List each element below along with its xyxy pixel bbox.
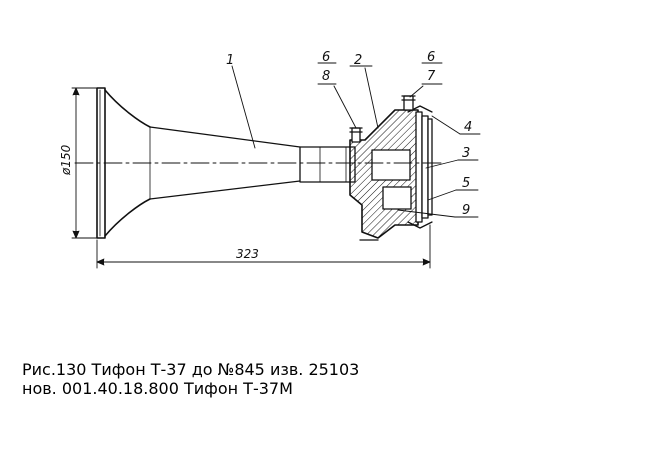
caption-line-2: нов. 001.40.18.800 Тифон Т-37М	[22, 379, 293, 398]
diameter-dimension	[71, 87, 98, 239]
horn-technical-drawing: ø150 323 1 6 8 2 6 7 4 3 5 9	[59, 50, 481, 269]
callout-8: 8	[322, 69, 330, 84]
bolt-right	[401, 95, 416, 111]
callout-5: 5	[462, 176, 470, 191]
diameter-label: ø150	[59, 144, 73, 176]
callout-2: 2	[354, 53, 362, 68]
leader-lines	[231, 62, 481, 218]
caption-line-1: Рис.130 Тифон Т-37 до №845 изв. 25103	[22, 360, 360, 379]
figure-caption: Рис.130 Тифон Т-37 до №845 изв. 25103 но…	[22, 360, 359, 398]
callout-6-left: 6	[322, 50, 330, 65]
callout-4: 4	[464, 120, 472, 135]
horn-neck	[299, 146, 356, 183]
callout-1: 1	[226, 53, 234, 68]
callout-3: 3	[462, 146, 470, 161]
callout-6-right: 6	[427, 50, 435, 65]
length-dimension	[96, 224, 431, 269]
callout-9: 9	[462, 203, 470, 218]
length-label: 323	[236, 247, 259, 261]
diaphragm-housing	[349, 109, 419, 241]
callout-7: 7	[427, 69, 436, 84]
horn-cone	[104, 89, 301, 237]
bolt-left	[349, 127, 363, 143]
